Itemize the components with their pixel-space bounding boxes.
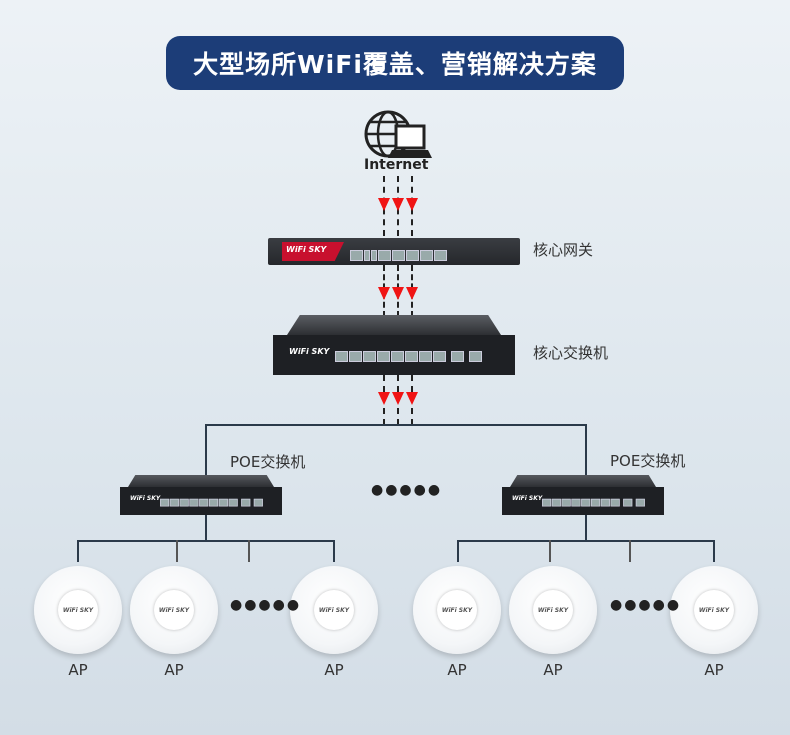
arrow-down-icon xyxy=(406,198,418,211)
page-title: 大型场所WiFi覆盖、营销解决方案 xyxy=(166,36,624,90)
branch-line xyxy=(248,540,250,562)
core-switch-device: WiFi SKY xyxy=(273,315,515,375)
arrow-down-icon xyxy=(406,287,418,300)
core-gateway-device: WiFi SKY xyxy=(268,238,520,265)
switch-brand-logo: WiFi SKY xyxy=(289,347,330,356)
core-gateway-label: 核心网关 xyxy=(533,241,594,259)
arrow-down-icon xyxy=(378,198,390,211)
more-aps-ellipsis: ●●●●● xyxy=(230,597,302,613)
arrow-down-icon xyxy=(392,392,404,405)
ap-logo: WiFi SKY xyxy=(694,590,734,630)
poe-brand-logo: WiFi SKY xyxy=(512,495,543,502)
ap-logo: WiFi SKY xyxy=(58,590,98,630)
arrow-down-icon xyxy=(406,392,418,405)
trunk-line xyxy=(205,424,587,426)
ap-logo: WiFi SKY xyxy=(314,590,354,630)
ap-label: AP xyxy=(543,661,563,679)
ap-logo: WiFi SKY xyxy=(437,590,477,630)
branch-line xyxy=(585,515,587,541)
more-switches-ellipsis: ●●●●● xyxy=(371,482,443,498)
ap-label: AP xyxy=(447,661,467,679)
access-point-device: WiFi SKY xyxy=(290,566,378,654)
branch-line xyxy=(205,515,207,541)
poe-brand-logo: WiFi SKY xyxy=(130,495,161,502)
ap-label: AP xyxy=(704,661,724,679)
core-switch-label: 核心交换机 xyxy=(533,344,609,362)
poe-switch-device: WiFi SKY xyxy=(502,475,664,515)
branch-line xyxy=(77,540,79,562)
internet-label: Internet xyxy=(364,157,429,173)
trunk-line xyxy=(205,424,207,476)
arrow-down-icon xyxy=(392,198,404,211)
ap-label: AP xyxy=(68,661,88,679)
arrow-down-icon xyxy=(378,287,390,300)
branch-line xyxy=(333,540,335,562)
poe-switch-label: POE交换机 xyxy=(230,453,306,471)
branch-line xyxy=(77,540,335,542)
arrow-down-icon xyxy=(378,392,390,405)
ap-label: AP xyxy=(164,661,184,679)
access-point-device: WiFi SKY xyxy=(670,566,758,654)
access-point-device: WiFi SKY xyxy=(130,566,218,654)
poe-switch-label: POE交换机 xyxy=(610,452,686,470)
access-point-device: WiFi SKY xyxy=(34,566,122,654)
more-aps-ellipsis: ●●●●● xyxy=(610,597,682,613)
access-point-device: WiFi SKY xyxy=(509,566,597,654)
gateway-brand-logo: WiFi SKY xyxy=(286,245,327,254)
trunk-line xyxy=(585,424,587,476)
ap-logo: WiFi SKY xyxy=(154,590,194,630)
arrow-down-icon xyxy=(392,287,404,300)
branch-line xyxy=(713,540,715,562)
branch-line xyxy=(457,540,459,562)
ap-logo: WiFi SKY xyxy=(533,590,573,630)
branch-line xyxy=(549,540,551,562)
access-point-device: WiFi SKY xyxy=(413,566,501,654)
branch-line xyxy=(176,540,178,562)
ap-label: AP xyxy=(324,661,344,679)
globe-laptop-icon xyxy=(364,110,432,166)
poe-switch-device: WiFi SKY xyxy=(120,475,282,515)
branch-line xyxy=(457,540,715,542)
branch-line xyxy=(629,540,631,562)
